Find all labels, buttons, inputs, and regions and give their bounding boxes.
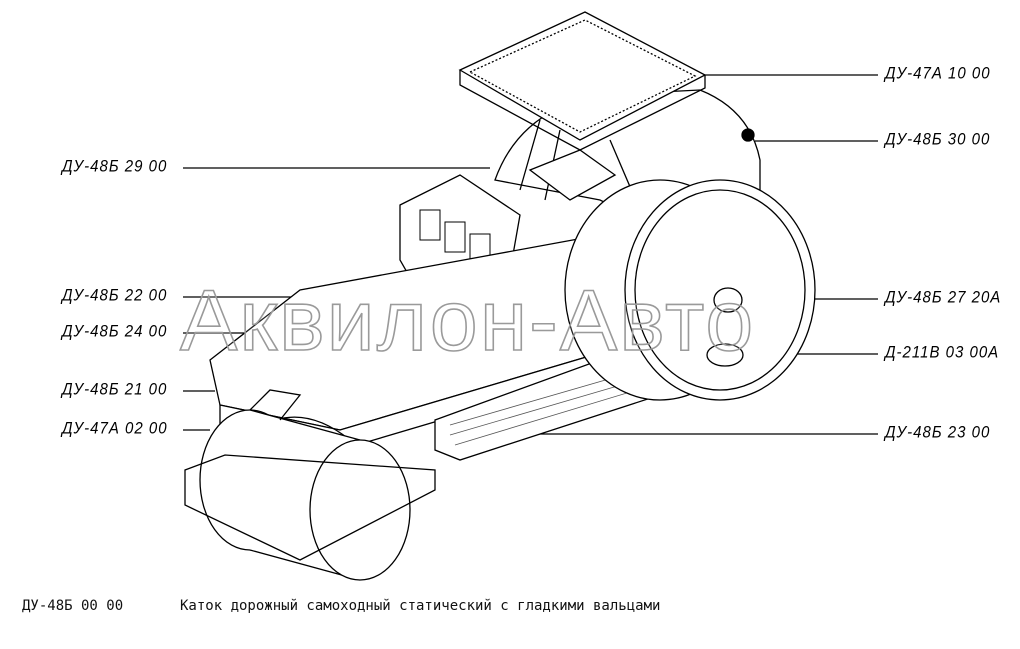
front-drum xyxy=(184,389,436,581)
caption-code: ДУ-48Б 00 00 xyxy=(22,598,124,614)
callout-label: ДУ-48Б 22 00 xyxy=(62,286,168,305)
callout-label: Д-211В 03 00А xyxy=(885,343,1000,362)
callout-label: ДУ-48Б 24 00 xyxy=(62,322,168,341)
callout-label: ДУ-48Б 29 00 xyxy=(62,157,168,176)
callout-label: ДУ-48Б 21 00 xyxy=(62,380,168,399)
callout-label: ДУ-48Б 23 00 xyxy=(885,423,991,442)
scraper-frame xyxy=(184,454,436,561)
canopy xyxy=(458,11,707,211)
callout-label: ДУ-47А 02 00 xyxy=(62,419,168,438)
callout-label: ДУ-47А 10 00 xyxy=(885,64,991,83)
operator-seat xyxy=(528,149,617,201)
watermark: Аквилон-Авто xyxy=(179,272,756,370)
rear-light xyxy=(741,128,755,142)
caption-title: Каток дорожный самоходный статический с … xyxy=(180,598,661,614)
rear-drum xyxy=(564,128,816,401)
callout-label: ДУ-48Б 30 00 xyxy=(885,130,991,149)
hood-vents xyxy=(419,209,491,265)
leader-lines xyxy=(183,74,878,435)
callout-label: ДУ-48Б 27 20А xyxy=(885,288,1002,307)
